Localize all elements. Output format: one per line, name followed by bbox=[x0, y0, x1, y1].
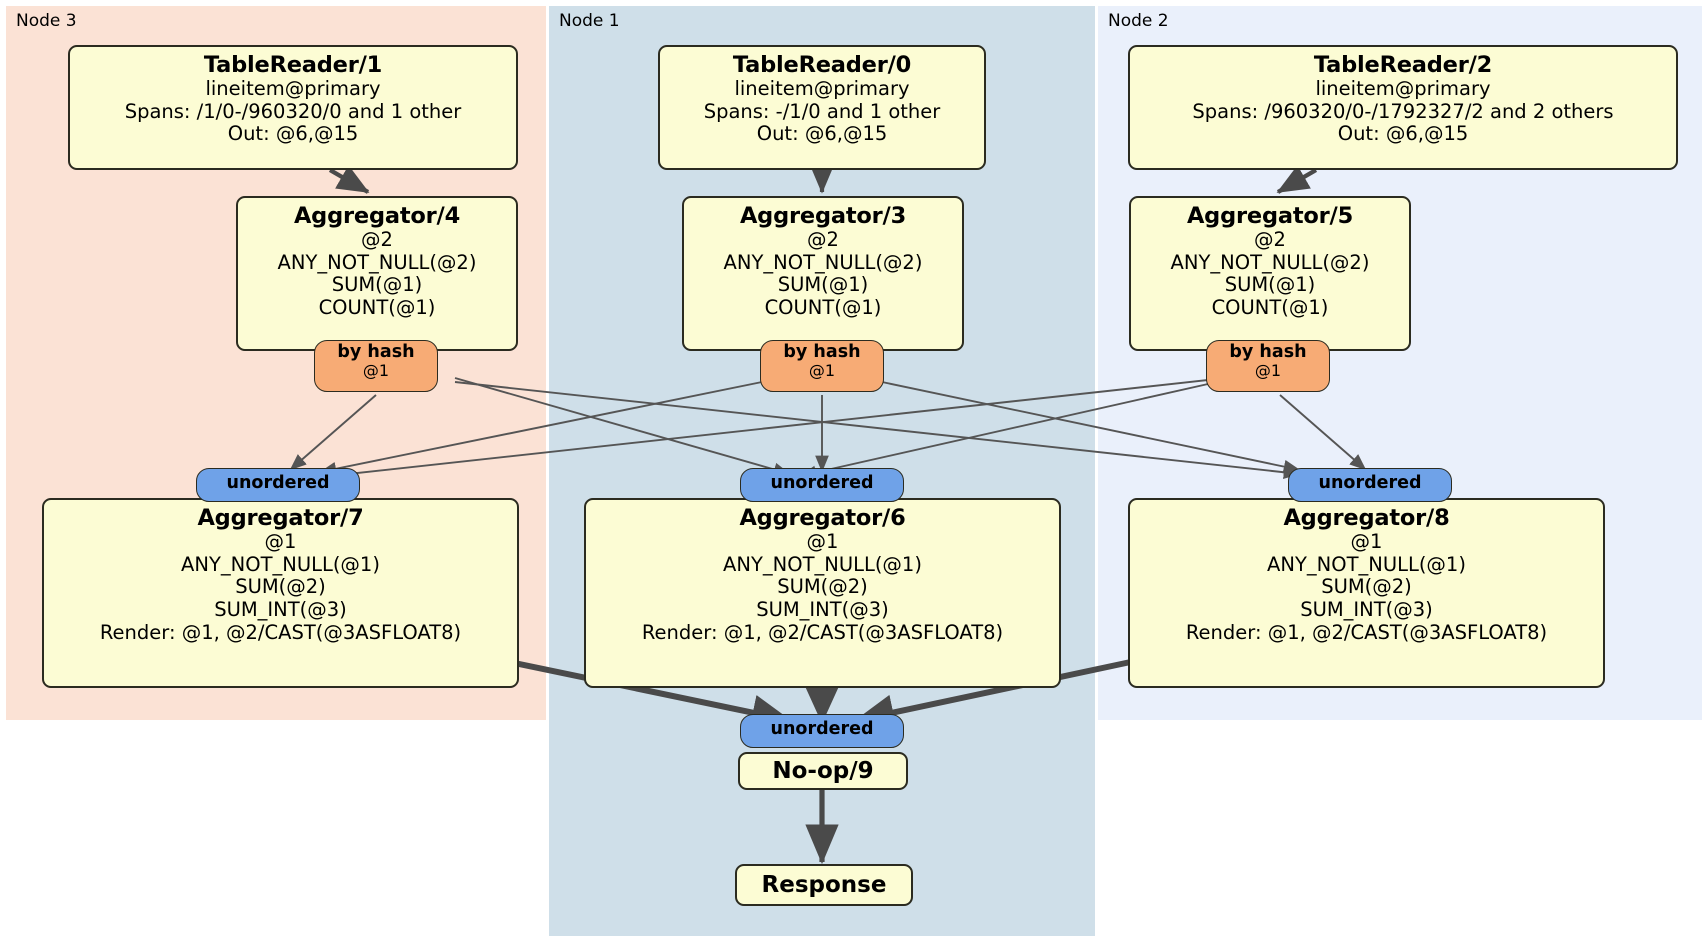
processor-detail-agg-1: SUM(@2) bbox=[235, 575, 326, 599]
router-label: by hash bbox=[337, 342, 415, 362]
processor-detail-table: lineitem@primary bbox=[734, 77, 910, 101]
processor-detail-agg-0: ANY_NOT_NULL(@1) bbox=[1267, 552, 1466, 576]
synchronizer-unordered-right[interactable]: unordered bbox=[1288, 468, 1452, 502]
synchronizer-unordered-center[interactable]: unordered bbox=[740, 468, 904, 502]
router-label: by hash bbox=[783, 342, 861, 362]
router-column: @1 bbox=[1254, 360, 1282, 380]
processor-detail-spans: Spans: /960320/0-/1792327/2 and 2 others bbox=[1192, 99, 1614, 123]
processor-detail-groupcol: @2 bbox=[807, 228, 839, 252]
processor-detail-agg-2: SUM_INT(@3) bbox=[1300, 597, 1433, 621]
processor-detail-agg-1: SUM(@2) bbox=[1321, 575, 1412, 599]
processor-aggregator-5[interactable]: Aggregator/5 @2 ANY_NOT_NULL(@2) SUM(@1)… bbox=[1129, 196, 1411, 351]
synchronizer-unordered-left[interactable]: unordered bbox=[196, 468, 360, 502]
processor-detail-agg-2: COUNT(@1) bbox=[318, 295, 436, 319]
processor-detail-groupcol: @1 bbox=[264, 530, 297, 554]
processor-detail-spans: Spans: -/1/0 and 1 other bbox=[703, 99, 941, 123]
processor-detail-agg-1: SUM(@1) bbox=[331, 273, 423, 297]
processor-detail-agg-0: ANY_NOT_NULL(@2) bbox=[723, 250, 923, 274]
router-by-hash-center[interactable]: by hash @1 bbox=[760, 340, 884, 392]
processor-detail-agg-2: SUM_INT(@3) bbox=[756, 597, 889, 621]
processor-title: No-op/9 bbox=[772, 758, 874, 784]
synchronizer-label: unordered bbox=[1318, 473, 1422, 493]
processor-noop-9[interactable]: No-op/9 bbox=[738, 752, 908, 790]
processor-detail-agg-0: ANY_NOT_NULL(@2) bbox=[1170, 250, 1370, 274]
processor-response[interactable]: Response bbox=[735, 864, 913, 906]
processor-detail-groupcol: @1 bbox=[806, 530, 839, 554]
processor-detail-agg-2: COUNT(@1) bbox=[764, 295, 882, 319]
processor-title: Response bbox=[761, 872, 887, 898]
processor-detail-agg-2: SUM_INT(@3) bbox=[214, 597, 347, 621]
processor-title: TableReader/2 bbox=[1313, 52, 1493, 78]
router-by-hash-right[interactable]: by hash @1 bbox=[1206, 340, 1330, 392]
processor-detail-spans: Spans: /1/0-/960320/0 and 1 other bbox=[124, 99, 462, 123]
processor-aggregator-6[interactable]: Aggregator/6 @1 ANY_NOT_NULL(@1) SUM(@2)… bbox=[584, 498, 1061, 688]
router-column: @1 bbox=[808, 360, 836, 380]
processor-detail-agg-1: SUM(@1) bbox=[777, 273, 869, 297]
processor-tablereader-0[interactable]: TableReader/0 lineitem@primary Spans: -/… bbox=[658, 45, 986, 170]
processor-detail-agg-1: SUM(@2) bbox=[777, 575, 868, 599]
synchronizer-label: unordered bbox=[770, 719, 874, 739]
processor-aggregator-4[interactable]: Aggregator/4 @2 ANY_NOT_NULL(@2) SUM(@1)… bbox=[236, 196, 518, 351]
router-by-hash-left[interactable]: by hash @1 bbox=[314, 340, 438, 392]
synchronizer-label: unordered bbox=[770, 473, 874, 493]
processor-detail-agg-1: SUM(@1) bbox=[1224, 273, 1316, 297]
synchronizer-label: unordered bbox=[226, 473, 330, 493]
processor-detail-groupcol: @1 bbox=[1350, 530, 1383, 554]
processor-aggregator-7[interactable]: Aggregator/7 @1 ANY_NOT_NULL(@1) SUM(@2)… bbox=[42, 498, 519, 688]
processor-tablereader-1[interactable]: TableReader/1 lineitem@primary Spans: /1… bbox=[68, 45, 518, 170]
processor-detail-out: Out: @6,@15 bbox=[227, 122, 359, 146]
node-region-label-node1: Node 1 bbox=[559, 11, 620, 31]
router-label: by hash bbox=[1229, 342, 1307, 362]
processor-title: Aggregator/3 bbox=[739, 203, 907, 229]
processor-detail-table: lineitem@primary bbox=[205, 77, 381, 101]
processor-title: Aggregator/7 bbox=[197, 505, 364, 531]
processor-aggregator-8[interactable]: Aggregator/8 @1 ANY_NOT_NULL(@1) SUM(@2)… bbox=[1128, 498, 1605, 688]
processor-tablereader-2[interactable]: TableReader/2 lineitem@primary Spans: /9… bbox=[1128, 45, 1678, 170]
processor-title: Aggregator/5 bbox=[1186, 203, 1354, 229]
processor-detail-render: Render: @1, @2/CAST(@3ASFLOAT8) bbox=[1185, 620, 1548, 644]
processor-detail-agg-0: ANY_NOT_NULL(@2) bbox=[277, 250, 477, 274]
node-region-label-node2: Node 2 bbox=[1108, 11, 1169, 31]
processor-detail-groupcol: @2 bbox=[361, 228, 393, 252]
processor-detail-render: Render: @1, @2/CAST(@3ASFLOAT8) bbox=[99, 620, 462, 644]
processor-detail-table: lineitem@primary bbox=[1315, 77, 1491, 101]
processor-aggregator-3[interactable]: Aggregator/3 @2 ANY_NOT_NULL(@2) SUM(@1)… bbox=[682, 196, 964, 351]
processor-detail-groupcol: @2 bbox=[1254, 228, 1286, 252]
processor-detail-render: Render: @1, @2/CAST(@3ASFLOAT8) bbox=[641, 620, 1004, 644]
processor-title: TableReader/1 bbox=[203, 52, 383, 78]
processor-detail-out: Out: @6,@15 bbox=[1337, 122, 1469, 146]
synchronizer-unordered-final[interactable]: unordered bbox=[740, 714, 904, 748]
processor-title: TableReader/0 bbox=[732, 52, 912, 78]
node-region-label-node3: Node 3 bbox=[16, 11, 77, 31]
router-column: @1 bbox=[362, 360, 390, 380]
processor-detail-out: Out: @6,@15 bbox=[756, 122, 888, 146]
processor-title: Aggregator/8 bbox=[1283, 505, 1450, 531]
processor-detail-agg-0: ANY_NOT_NULL(@1) bbox=[723, 552, 922, 576]
processor-title: Aggregator/4 bbox=[293, 203, 461, 229]
processor-detail-agg-0: ANY_NOT_NULL(@1) bbox=[181, 552, 380, 576]
processor-detail-agg-2: COUNT(@1) bbox=[1211, 295, 1329, 319]
processor-title: Aggregator/6 bbox=[739, 505, 906, 531]
